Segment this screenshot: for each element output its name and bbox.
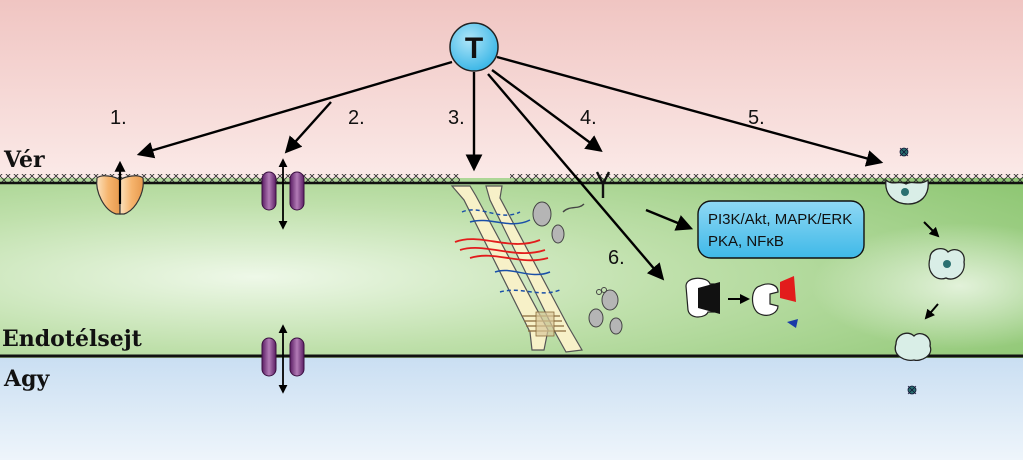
carrier-transporter-icon xyxy=(96,160,144,215)
enzyme-complex-icon xyxy=(685,277,720,318)
route-number-4: 4. xyxy=(580,107,597,129)
signaling-pathways-box: PI3K/Akt, MAPK/ERK PKA, NFκB xyxy=(697,200,865,259)
efflux-pump-luminal-icon xyxy=(261,158,305,230)
glycocalyx-right xyxy=(510,174,1023,184)
label-endothelial-cell: Endotélsejt xyxy=(2,326,143,352)
vesicle-release-icon xyxy=(894,332,932,395)
tight-junction-icon xyxy=(450,185,623,353)
vesicle-arrow-1 xyxy=(923,221,940,238)
route-arrow-4 xyxy=(491,69,603,152)
receptor-icon xyxy=(595,171,611,198)
route-arrow-2 xyxy=(284,101,332,154)
route-arrow-5 xyxy=(496,55,884,167)
enzyme-product-icon xyxy=(751,276,798,328)
efflux-pump-abluminal-icon xyxy=(261,324,305,394)
label-blood: Vér xyxy=(3,147,45,173)
svg-text:PI3K/Akt, MAPK/ERK: PI3K/Akt, MAPK/ERK xyxy=(708,211,852,228)
svg-text:T: T xyxy=(465,32,483,65)
svg-text:PKA, NFκB: PKA, NFκB xyxy=(708,233,784,250)
signaling-arrow xyxy=(645,208,694,231)
route-arrow-1 xyxy=(136,60,453,159)
vesicle-uptake-icon xyxy=(885,147,929,205)
route-arrow-6 xyxy=(487,73,665,281)
blood-region xyxy=(0,0,1023,180)
route-number-2: 2. xyxy=(348,107,365,129)
route-number-5: 5. xyxy=(748,107,765,129)
vesicle-intracellular-icon xyxy=(928,247,965,280)
vesicle-arrow-2 xyxy=(924,303,939,320)
agent-t: T xyxy=(449,22,499,72)
glycocalyx-left xyxy=(0,174,460,184)
route-number-3: 3. xyxy=(448,107,465,129)
route-number-1: 1. xyxy=(110,107,127,129)
brain-region xyxy=(0,356,1023,460)
label-brain: Agy xyxy=(3,366,50,392)
route-number-6: 6. xyxy=(608,247,625,269)
